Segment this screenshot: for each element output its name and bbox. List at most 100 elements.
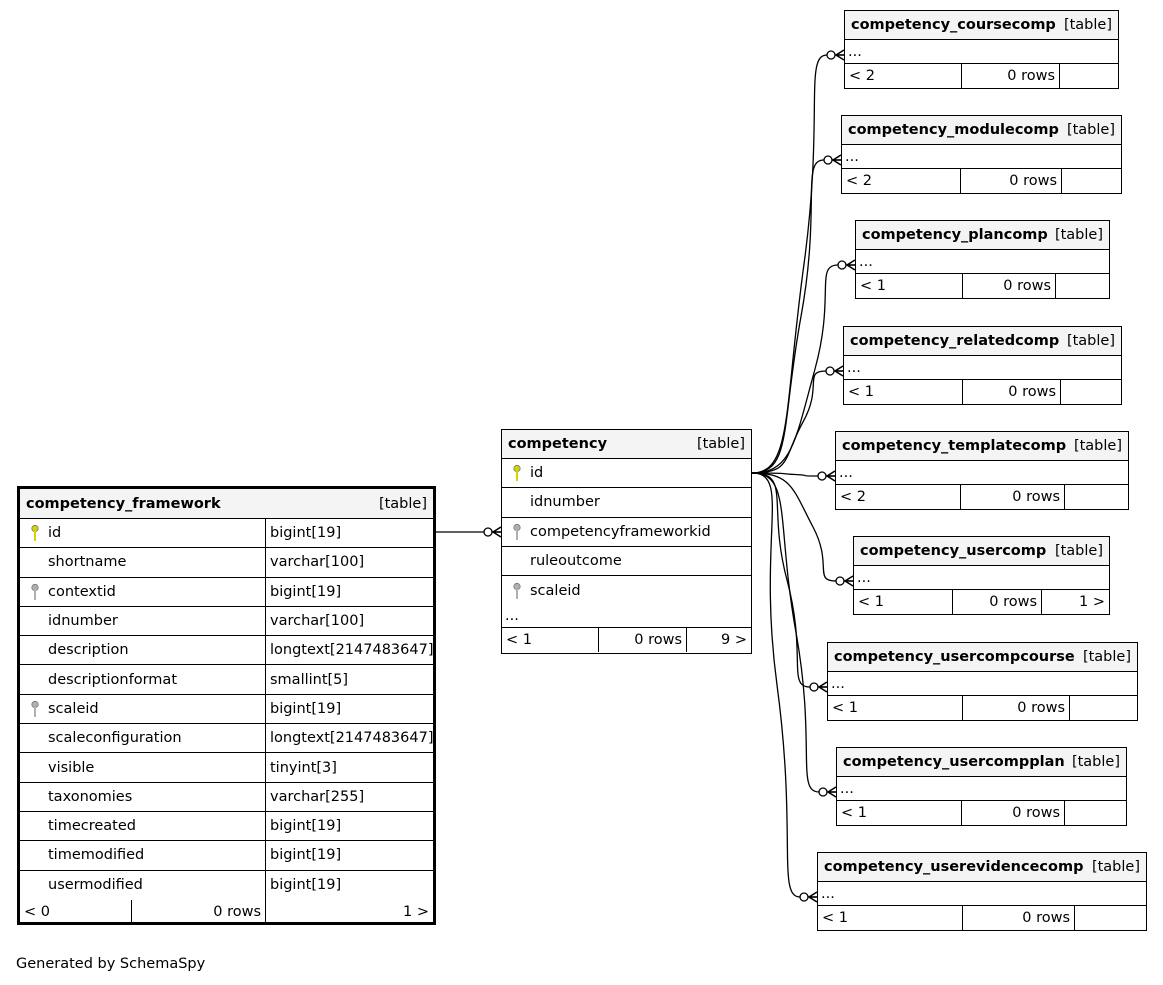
- ellipsis: ...: [839, 464, 853, 481]
- parents-count: < 2: [849, 68, 875, 84]
- column-name: scaleid: [530, 582, 581, 599]
- parents-count: < 0: [24, 903, 50, 920]
- children-count[interactable]: [1060, 380, 1121, 404]
- column-type: bigint[19]: [265, 577, 433, 606]
- table-name: competency_coursecomp: [851, 17, 1056, 33]
- column-name-cell: description: [20, 636, 265, 664]
- table-header: competency_framework [table]: [20, 489, 433, 519]
- more-columns-row: ...: [837, 777, 1126, 801]
- column-name-cell: shortname: [20, 548, 265, 576]
- column-row[interactable]: ruleoutcome: [502, 547, 751, 577]
- table-header: competency_usercompplan[table]: [837, 748, 1126, 777]
- parents-count: < 1: [848, 384, 874, 400]
- ellipsis: ...: [831, 675, 845, 692]
- column-type: bigint[19]: [265, 811, 433, 841]
- column-row[interactable]: id: [502, 459, 751, 489]
- column-row[interactable]: competencyframeworkid: [502, 518, 751, 547]
- table-header: competency_plancomp[table]: [856, 221, 1109, 250]
- column-name-cell: taxonomies: [20, 783, 265, 811]
- children-count[interactable]: [1064, 485, 1128, 509]
- foreign-key-icon: [513, 523, 521, 540]
- row-count: 0 rows: [962, 696, 1069, 720]
- foreign-key-icon: [31, 583, 39, 600]
- parents-count: < 1: [832, 700, 858, 716]
- children-count[interactable]: [1061, 169, 1121, 193]
- table-type: [table]: [1082, 649, 1131, 665]
- table-type: [table]: [1073, 438, 1122, 454]
- more-columns-row: ...: [818, 882, 1146, 906]
- column-name-cell: scaleid: [20, 695, 265, 723]
- column-type: bigint[19]: [265, 694, 433, 724]
- row-count: 0 rows: [131, 899, 265, 924]
- crows-foot-marker: [799, 891, 818, 903]
- column-type: bigint[19]: [265, 519, 433, 548]
- parents-count: < 1: [822, 910, 848, 926]
- ellipsis: ...: [505, 608, 519, 625]
- table-name: competency_usercompplan: [843, 754, 1065, 770]
- column-name: ruleoutcome: [530, 553, 622, 570]
- crows-foot-marker: [817, 470, 836, 482]
- parents-count: < 2: [846, 173, 872, 189]
- ellipsis: ...: [845, 148, 859, 165]
- column-name: description: [48, 642, 129, 659]
- more-columns-row: ...: [845, 40, 1118, 64]
- column-type: varchar[100]: [265, 548, 433, 577]
- column-type: varchar[100]: [265, 606, 433, 636]
- children-count[interactable]: [1064, 801, 1126, 825]
- column-name-cell: timemodified: [20, 841, 265, 869]
- row-count: 0 rows: [952, 590, 1041, 614]
- children-count[interactable]: 1 >: [265, 899, 433, 924]
- column-row[interactable]: idnumber: [502, 488, 751, 518]
- column-name: timemodified: [48, 847, 145, 864]
- column-row[interactable]: timemodified bigint[19]: [20, 841, 433, 871]
- row-count: 0 rows: [598, 628, 686, 653]
- crows-foot-marker: [818, 786, 837, 798]
- crows-foot-marker: [826, 49, 845, 61]
- children-count[interactable]: 9 >: [686, 628, 751, 653]
- column-name-cell: contextid: [20, 578, 265, 606]
- column-row[interactable]: scaleid: [502, 576, 751, 605]
- ellipsis: ...: [821, 885, 835, 902]
- table-name: competency_usercomp: [860, 543, 1047, 559]
- table-competency-userevidencecomp[interactable]: competency_userevidencecomp[table]...< 1…: [817, 852, 1147, 931]
- crows-foot-marker: [809, 681, 828, 693]
- children-count[interactable]: [1055, 274, 1109, 298]
- generated-by-note: Generated by SchemaSpy: [16, 956, 206, 972]
- children-count[interactable]: 1 >: [1041, 590, 1109, 614]
- relationship-competency-competency-usercomp: [751, 472, 853, 582]
- crows-foot-marker: [837, 259, 856, 271]
- more-columns-row: ...: [836, 461, 1128, 485]
- column-type: bigint[19]: [265, 841, 433, 870]
- crows-foot-marker: [835, 575, 854, 587]
- table-name: competency_templatecomp: [842, 438, 1067, 454]
- children-count[interactable]: [1059, 64, 1118, 88]
- column-type: varchar[255]: [265, 782, 433, 811]
- children-count[interactable]: [1069, 696, 1137, 720]
- children-count[interactable]: [1074, 906, 1146, 930]
